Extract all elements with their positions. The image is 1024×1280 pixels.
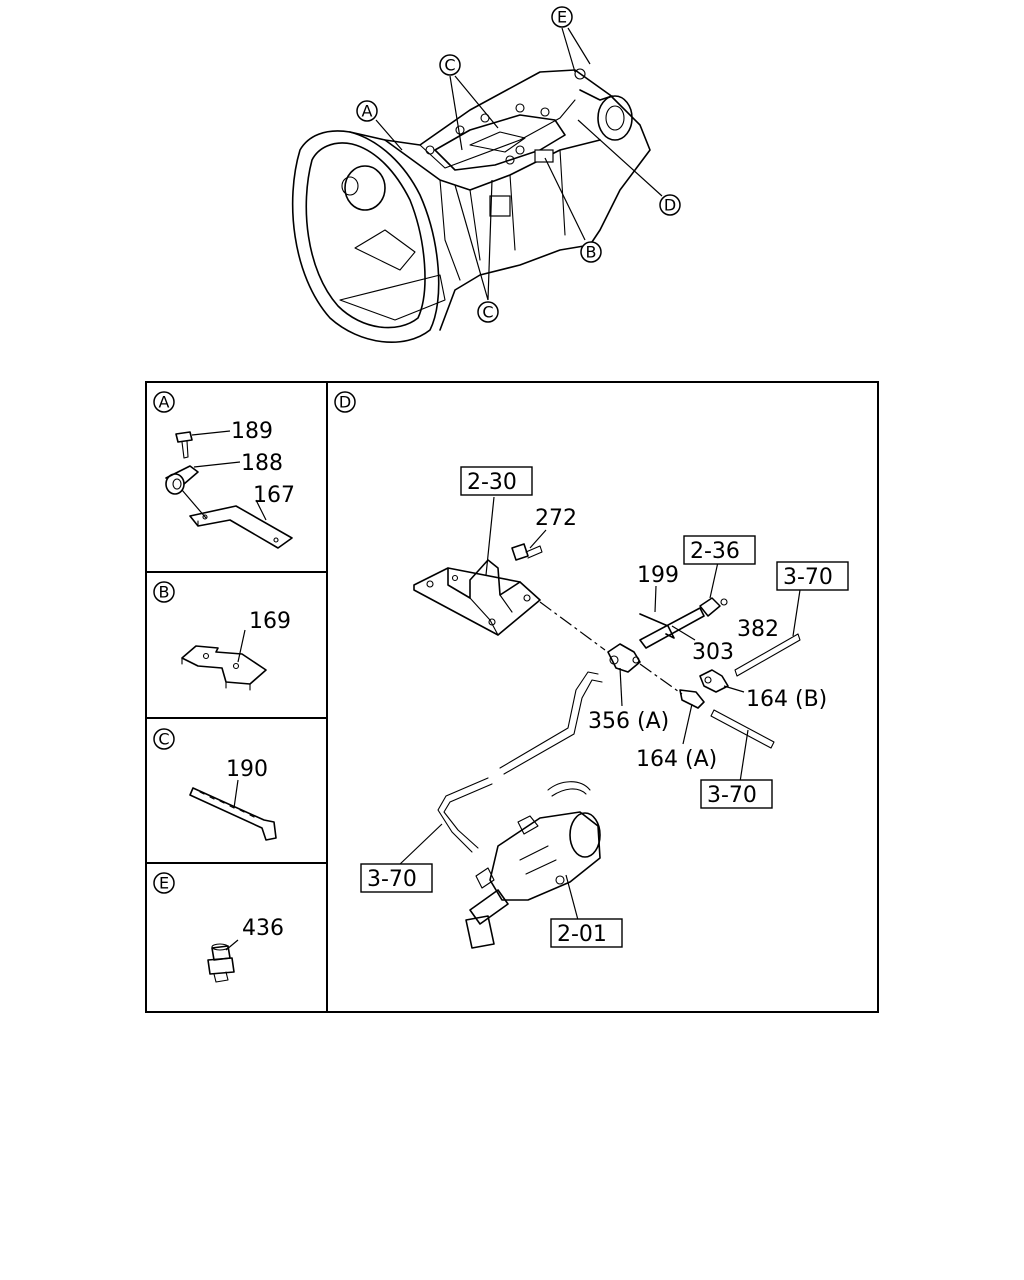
part-label-303: 303 [692, 640, 734, 665]
panel-b: B 169 [153, 581, 291, 691]
part-label-189: 189 [231, 419, 273, 444]
panel-d: D 2-30 272 356 (A) [334, 391, 849, 949]
pipe-303-illustration [639, 597, 728, 649]
part-label-188: 188 [241, 451, 283, 476]
svg-text:A: A [159, 393, 170, 412]
clamp-188-illustration [165, 465, 199, 495]
breather-436-illustration [207, 943, 235, 983]
callout-a-top: A [356, 100, 378, 122]
callout-d-top: D [659, 194, 681, 216]
svg-text:B: B [586, 243, 597, 262]
panel-c: C 190 [153, 728, 277, 841]
part-label-164a: 164 (A) [636, 747, 717, 772]
ref-box-3-70-lower: 3-70 [367, 867, 417, 892]
part-label-190: 190 [226, 757, 268, 782]
mount-bracket-illustration [413, 559, 541, 636]
bolt-189-illustration [175, 431, 193, 459]
part-label-272: 272 [535, 506, 577, 531]
panel-a: A 189 188 167 [153, 391, 295, 549]
part-label-164b: 164 (B) [746, 687, 827, 712]
cable-tie-190-illustration [189, 787, 277, 841]
svg-text:B: B [159, 583, 170, 602]
svg-text:D: D [339, 393, 351, 412]
svg-text:C: C [444, 56, 455, 75]
fitting-164a-illustration [679, 689, 705, 709]
svg-text:A: A [362, 102, 373, 121]
plate-169-illustration [181, 645, 267, 691]
svg-text:E: E [557, 8, 567, 27]
transmission-assembly-illustration [291, 27, 663, 343]
svg-text:D: D [664, 196, 676, 215]
part-label-356a: 356 (A) [588, 709, 669, 734]
svg-text:E: E [159, 874, 169, 893]
ref-box-2-01: 2-01 [557, 922, 607, 947]
fitting-164b-illustration [699, 669, 729, 693]
svg-text:C: C [158, 730, 169, 749]
callout-c-bottom: C [477, 301, 499, 323]
ref-box-3-70-middle: 3-70 [707, 783, 757, 808]
ref-box-2-36: 2-36 [690, 539, 740, 564]
detail-frame [145, 381, 879, 1013]
svg-text:C: C [482, 303, 493, 322]
callout-c-top: C [439, 54, 461, 76]
bracket-167-illustration [189, 505, 293, 549]
bolt-272-illustration [511, 543, 543, 561]
part-label-167: 167 [253, 483, 295, 508]
callout-e-top: E [551, 6, 573, 28]
panel-e: E 436 [153, 872, 284, 983]
callout-b-top: B [580, 241, 602, 263]
part-label-169: 169 [249, 609, 291, 634]
clutch-master-cylinder-illustration [465, 781, 601, 949]
ref-box-3-70-upper: 3-70 [783, 565, 833, 590]
part-label-436: 436 [242, 916, 284, 941]
part-label-199: 199 [637, 563, 679, 588]
ref-box-2-30: 2-30 [467, 470, 517, 495]
tee-fitting-356a-illustration [607, 643, 641, 673]
part-label-382: 382 [737, 617, 779, 642]
